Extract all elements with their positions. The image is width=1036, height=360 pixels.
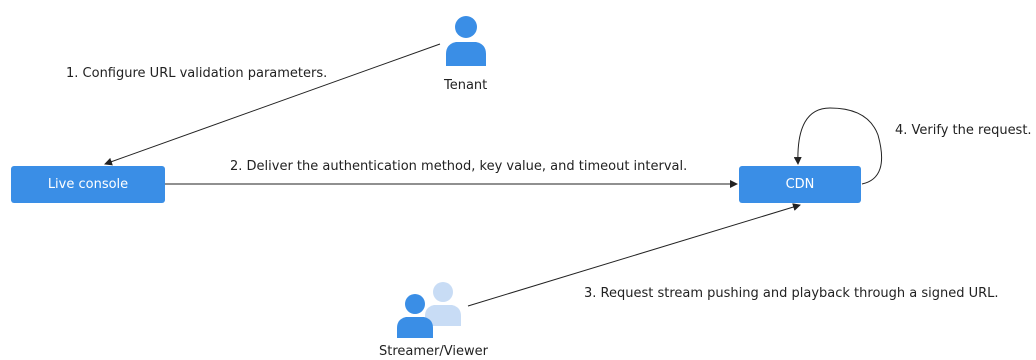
arrow-step1 (104, 43, 441, 166)
live-console-box: Live console (11, 166, 165, 203)
streamer-viewer-users-icon (397, 282, 461, 338)
step2-label: 2. Deliver the authentication method, ke… (230, 159, 688, 174)
step4-label: 4. Verify the request. (895, 123, 1032, 138)
tenant-person-icon (446, 16, 486, 66)
step1-label: 1. Configure URL validation parameters. (66, 66, 328, 81)
step3-label: 3. Request stream pushing and playback t… (584, 286, 999, 301)
arrow-step3 (467, 203, 801, 307)
cdn-label: CDN (785, 177, 815, 192)
cdn-box: CDN (739, 166, 861, 203)
arrow-step4-loop (793, 107, 883, 185)
streamer-viewer-label: Streamer/Viewer (379, 344, 488, 359)
tenant-label: Tenant (444, 78, 488, 93)
live-console-label: Live console (47, 177, 129, 192)
